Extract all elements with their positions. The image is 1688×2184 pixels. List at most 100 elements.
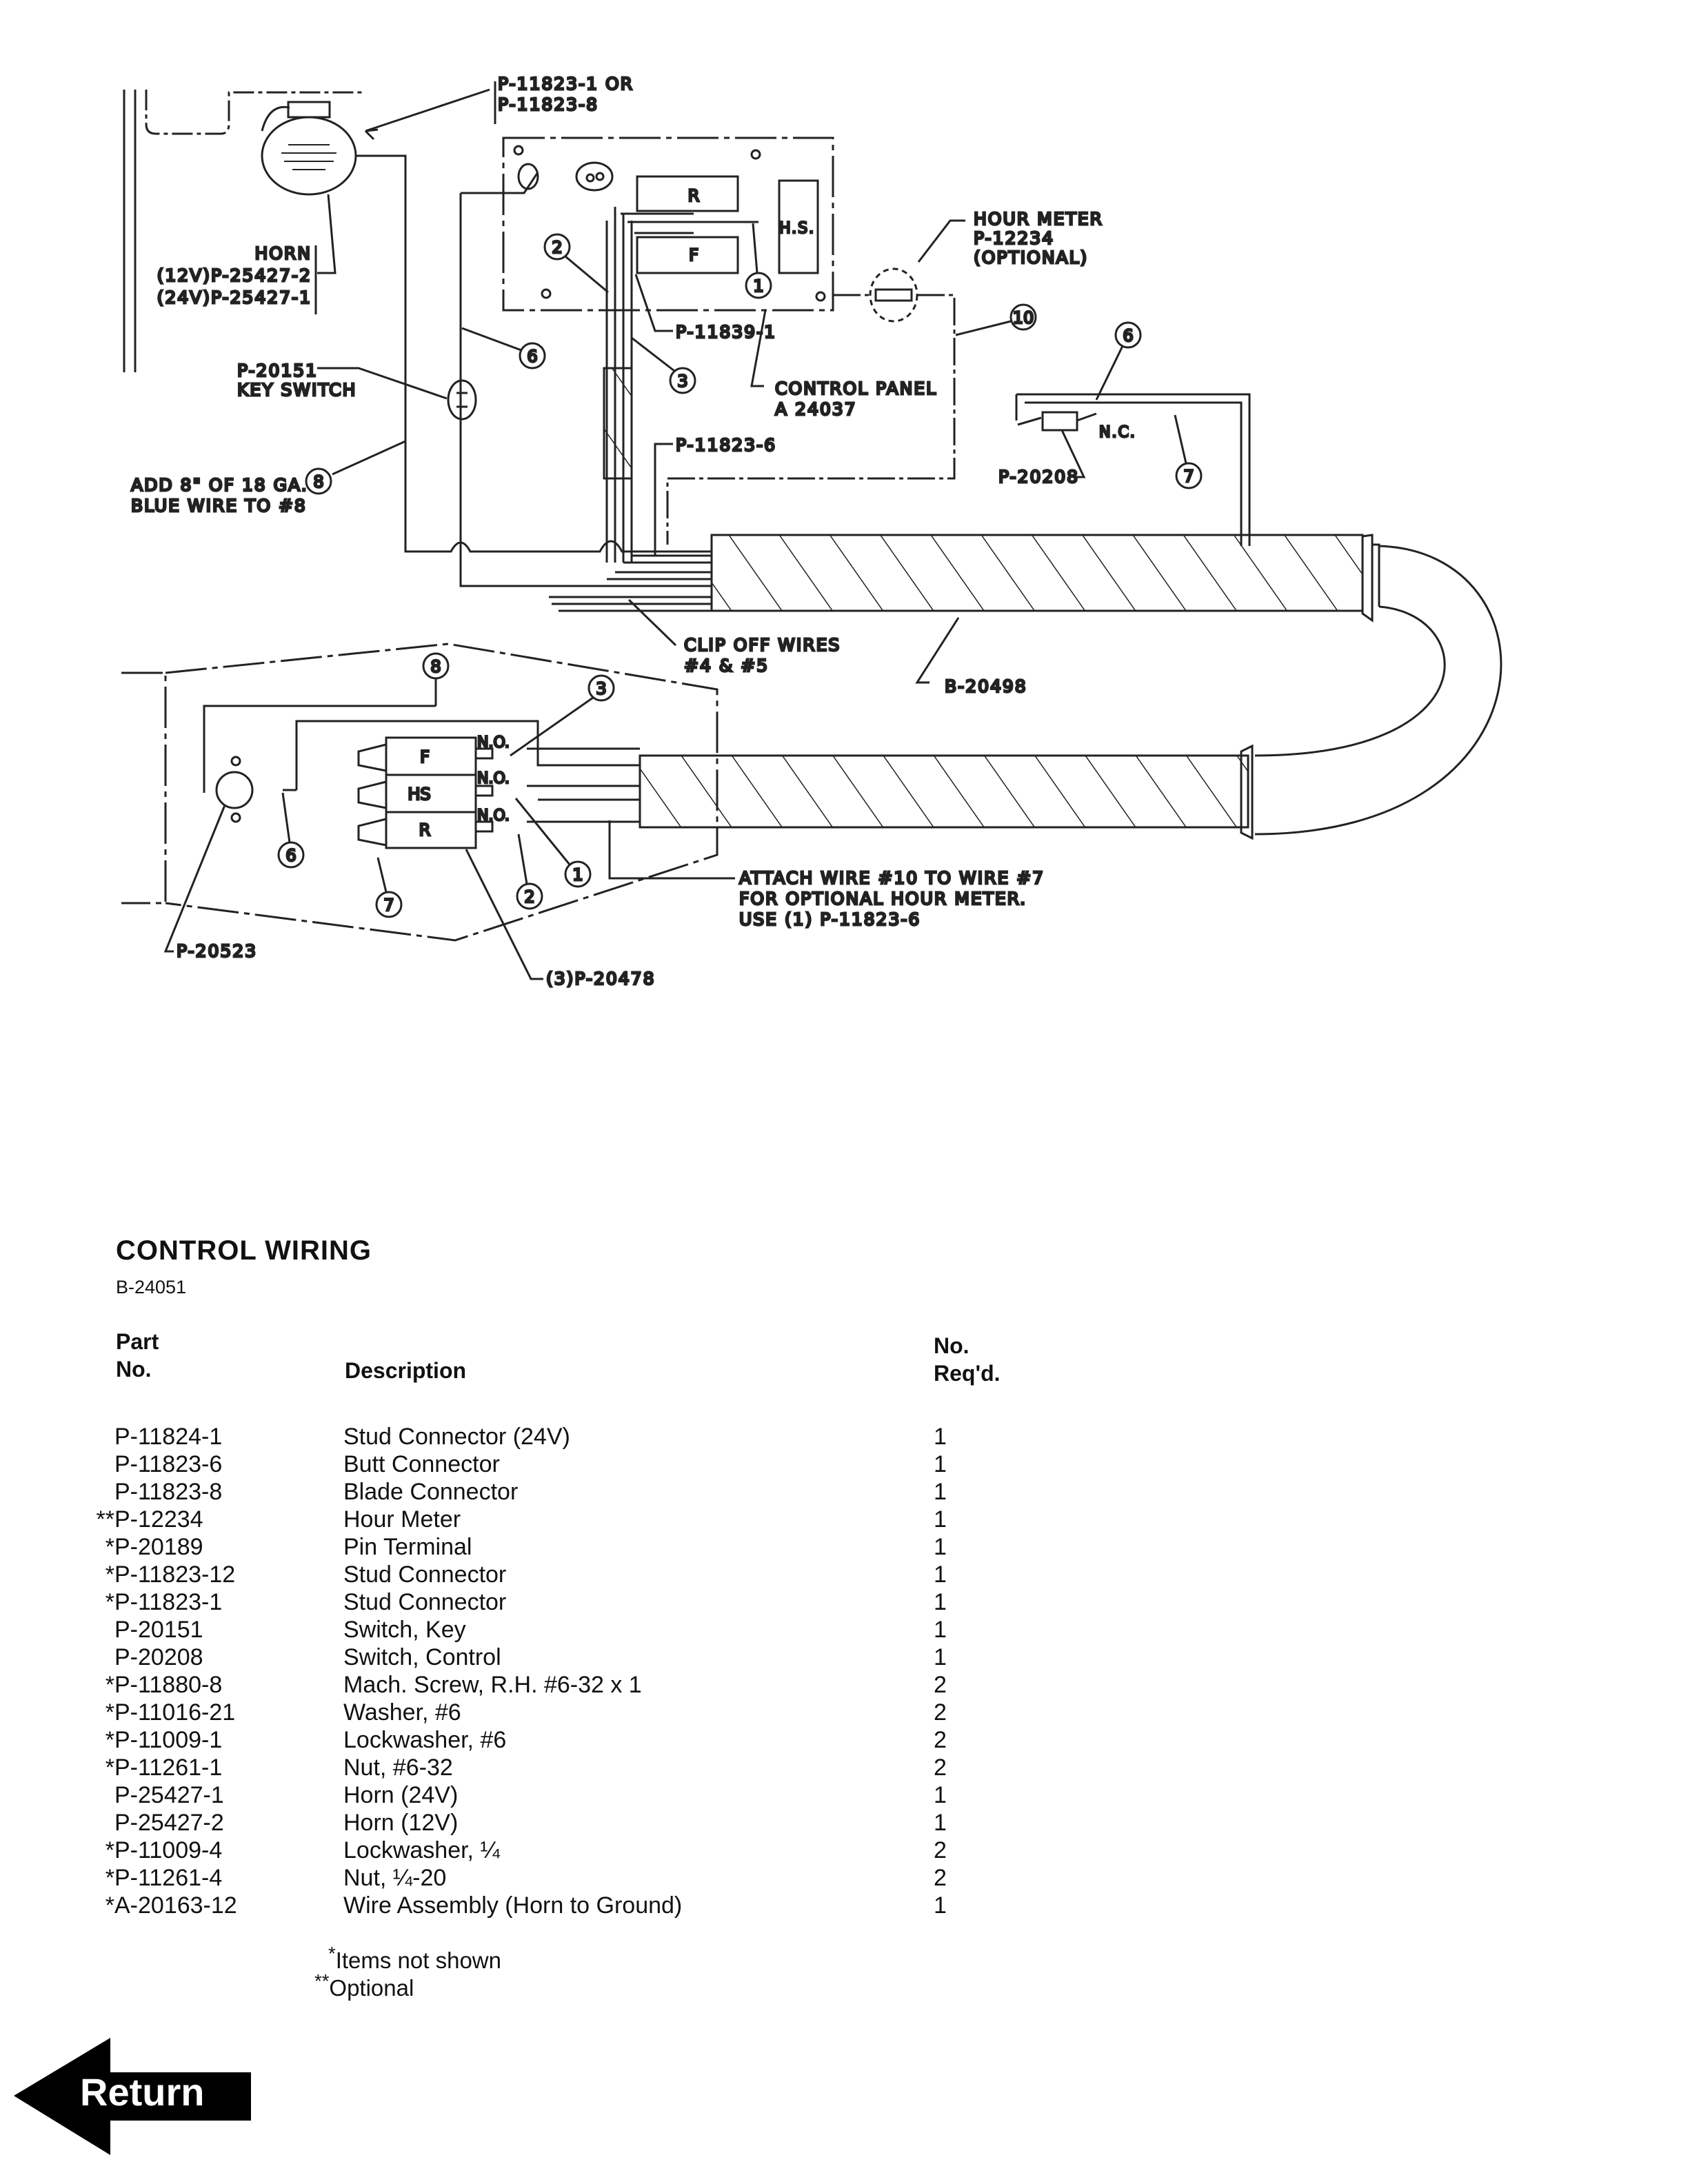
part-number: P-25427-2 — [114, 1810, 224, 1836]
note-star: * — [328, 1943, 336, 1964]
control-switch-icon — [1015, 393, 1251, 546]
key-switch-leader — [317, 367, 448, 400]
label-horn-connector-1: P-11823-1 OR — [498, 74, 634, 94]
part-description: Switch, Key — [343, 1617, 466, 1643]
header-part-line2: No. — [116, 1357, 152, 1382]
part-quantity: 2 — [934, 1672, 947, 1698]
part-number: P-11261-4 — [114, 1865, 223, 1891]
note-text: Items not shown — [335, 1948, 501, 1973]
svg-text:1: 1 — [572, 865, 583, 884]
lower-hs: HS — [408, 785, 430, 804]
control-panel-leader — [750, 310, 767, 387]
part-description: Horn (12V) — [343, 1810, 459, 1836]
label-attach-1: ATTACH WIRE #10 TO WIRE #7 — [739, 868, 1045, 888]
svg-text:6: 6 — [1123, 326, 1133, 345]
part-description: Stud Connector (24V) — [343, 1424, 570, 1450]
part-quantity: 1 — [934, 1589, 947, 1615]
return-button[interactable]: Return — [0, 2027, 262, 2165]
add-wire-leader — [332, 440, 406, 476]
part-description: Hour Meter — [343, 1506, 461, 1533]
clip-off-leader — [627, 598, 677, 647]
key-switch-icon — [447, 379, 477, 421]
part-description: Lockwasher, #6 — [343, 1727, 507, 1753]
label-horn-connector-2: P-11823-8 — [498, 94, 599, 114]
switch-p20523-icon — [215, 756, 254, 823]
part-mark: * — [105, 1727, 114, 1753]
part-number: P-11016-21 — [114, 1699, 236, 1726]
label-p20208: P-20208 — [998, 467, 1079, 487]
cable-collar-lower — [1240, 744, 1254, 840]
svg-text:8: 8 — [313, 472, 323, 492]
part-quantity: 2 — [934, 1755, 947, 1781]
part-mark: * — [105, 1561, 114, 1588]
callout-1: 1 — [745, 223, 772, 299]
callout-7: 7 — [1174, 414, 1203, 489]
part-number: P-12234 — [114, 1506, 203, 1533]
label-b20498: B-20498 — [945, 676, 1027, 696]
part-quantity: 1 — [934, 1561, 947, 1588]
panel-r: R — [688, 186, 700, 205]
cable-collar-upper — [1361, 534, 1380, 623]
part-mark: * — [105, 1699, 114, 1726]
wiring-diagram: P-11823-1 OR P-11823-8 HORN (12V)P-25427… — [121, 73, 1503, 990]
horn-mount — [123, 90, 365, 372]
callout-8: 8 — [305, 467, 332, 495]
drawing-number: B-24051 — [116, 1277, 187, 1297]
part-number: P-20189 — [114, 1534, 203, 1560]
header-part-line1: Part — [116, 1329, 159, 1354]
part-description: Washer, #6 — [343, 1699, 461, 1726]
label-p11823-6: P-11823-6 — [676, 435, 776, 455]
label-key-switch-1: P-20151 — [237, 361, 318, 381]
label-control-panel-1: CONTROL PANEL — [775, 378, 937, 398]
part-quantity: 1 — [934, 1534, 947, 1560]
label-clip-off-2: #4 & #5 — [684, 656, 769, 676]
part-quantity: 2 — [934, 1865, 947, 1891]
svg-text:2: 2 — [524, 887, 534, 907]
part-description: Switch, Control — [343, 1644, 501, 1670]
svg-text:1: 1 — [753, 276, 763, 296]
relay-block — [357, 736, 494, 849]
lower-wires — [203, 705, 640, 823]
label-add-wire-1: ADD 8" OF 18 GA. — [131, 475, 308, 495]
label-p20478: (3)P-20478 — [546, 969, 656, 989]
svg-text:6: 6 — [527, 347, 537, 366]
label-add-wire-2: BLUE WIRE TO #8 — [131, 496, 307, 516]
part-number: P-11823-1 — [114, 1589, 223, 1615]
part-description: Nut, ¼-20 — [343, 1865, 447, 1891]
callout-2b: 2 — [516, 833, 543, 910]
horn-icon — [261, 101, 357, 196]
part-quantity: 1 — [934, 1892, 947, 1919]
part-description: Butt Connector — [343, 1451, 500, 1477]
b20498-leader — [915, 617, 960, 684]
return-label: Return — [80, 2070, 205, 2114]
horn-connector-leader — [364, 81, 496, 141]
p11823-6-leader — [654, 443, 673, 556]
label-horn-24v: (24V)P-25427-1 — [157, 287, 312, 307]
callout-2: 2 — [543, 233, 609, 294]
part-description: Lockwasher, ¼ — [343, 1837, 500, 1863]
lower-r: R — [419, 820, 431, 840]
cable-lower — [639, 754, 1249, 829]
callouts: 2 1 6 3 10 6 7 8 8 3 1 2 6 7 — [277, 223, 1203, 918]
part-description: Blade Connector — [343, 1479, 519, 1505]
horn-leader — [314, 194, 336, 314]
part-quantity: 2 — [934, 1699, 947, 1726]
part-number: P-11009-4 — [114, 1837, 223, 1863]
part-number: P-11880-8 — [114, 1672, 223, 1698]
svg-text:2: 2 — [552, 238, 562, 257]
part-quantity: 2 — [934, 1837, 947, 1863]
label-no-2: N.O. — [477, 770, 510, 787]
part-quantity: 1 — [934, 1644, 947, 1670]
lower-f: F — [420, 747, 430, 767]
part-number: P-11823-12 — [114, 1561, 236, 1588]
clip-off-wires — [549, 596, 712, 612]
